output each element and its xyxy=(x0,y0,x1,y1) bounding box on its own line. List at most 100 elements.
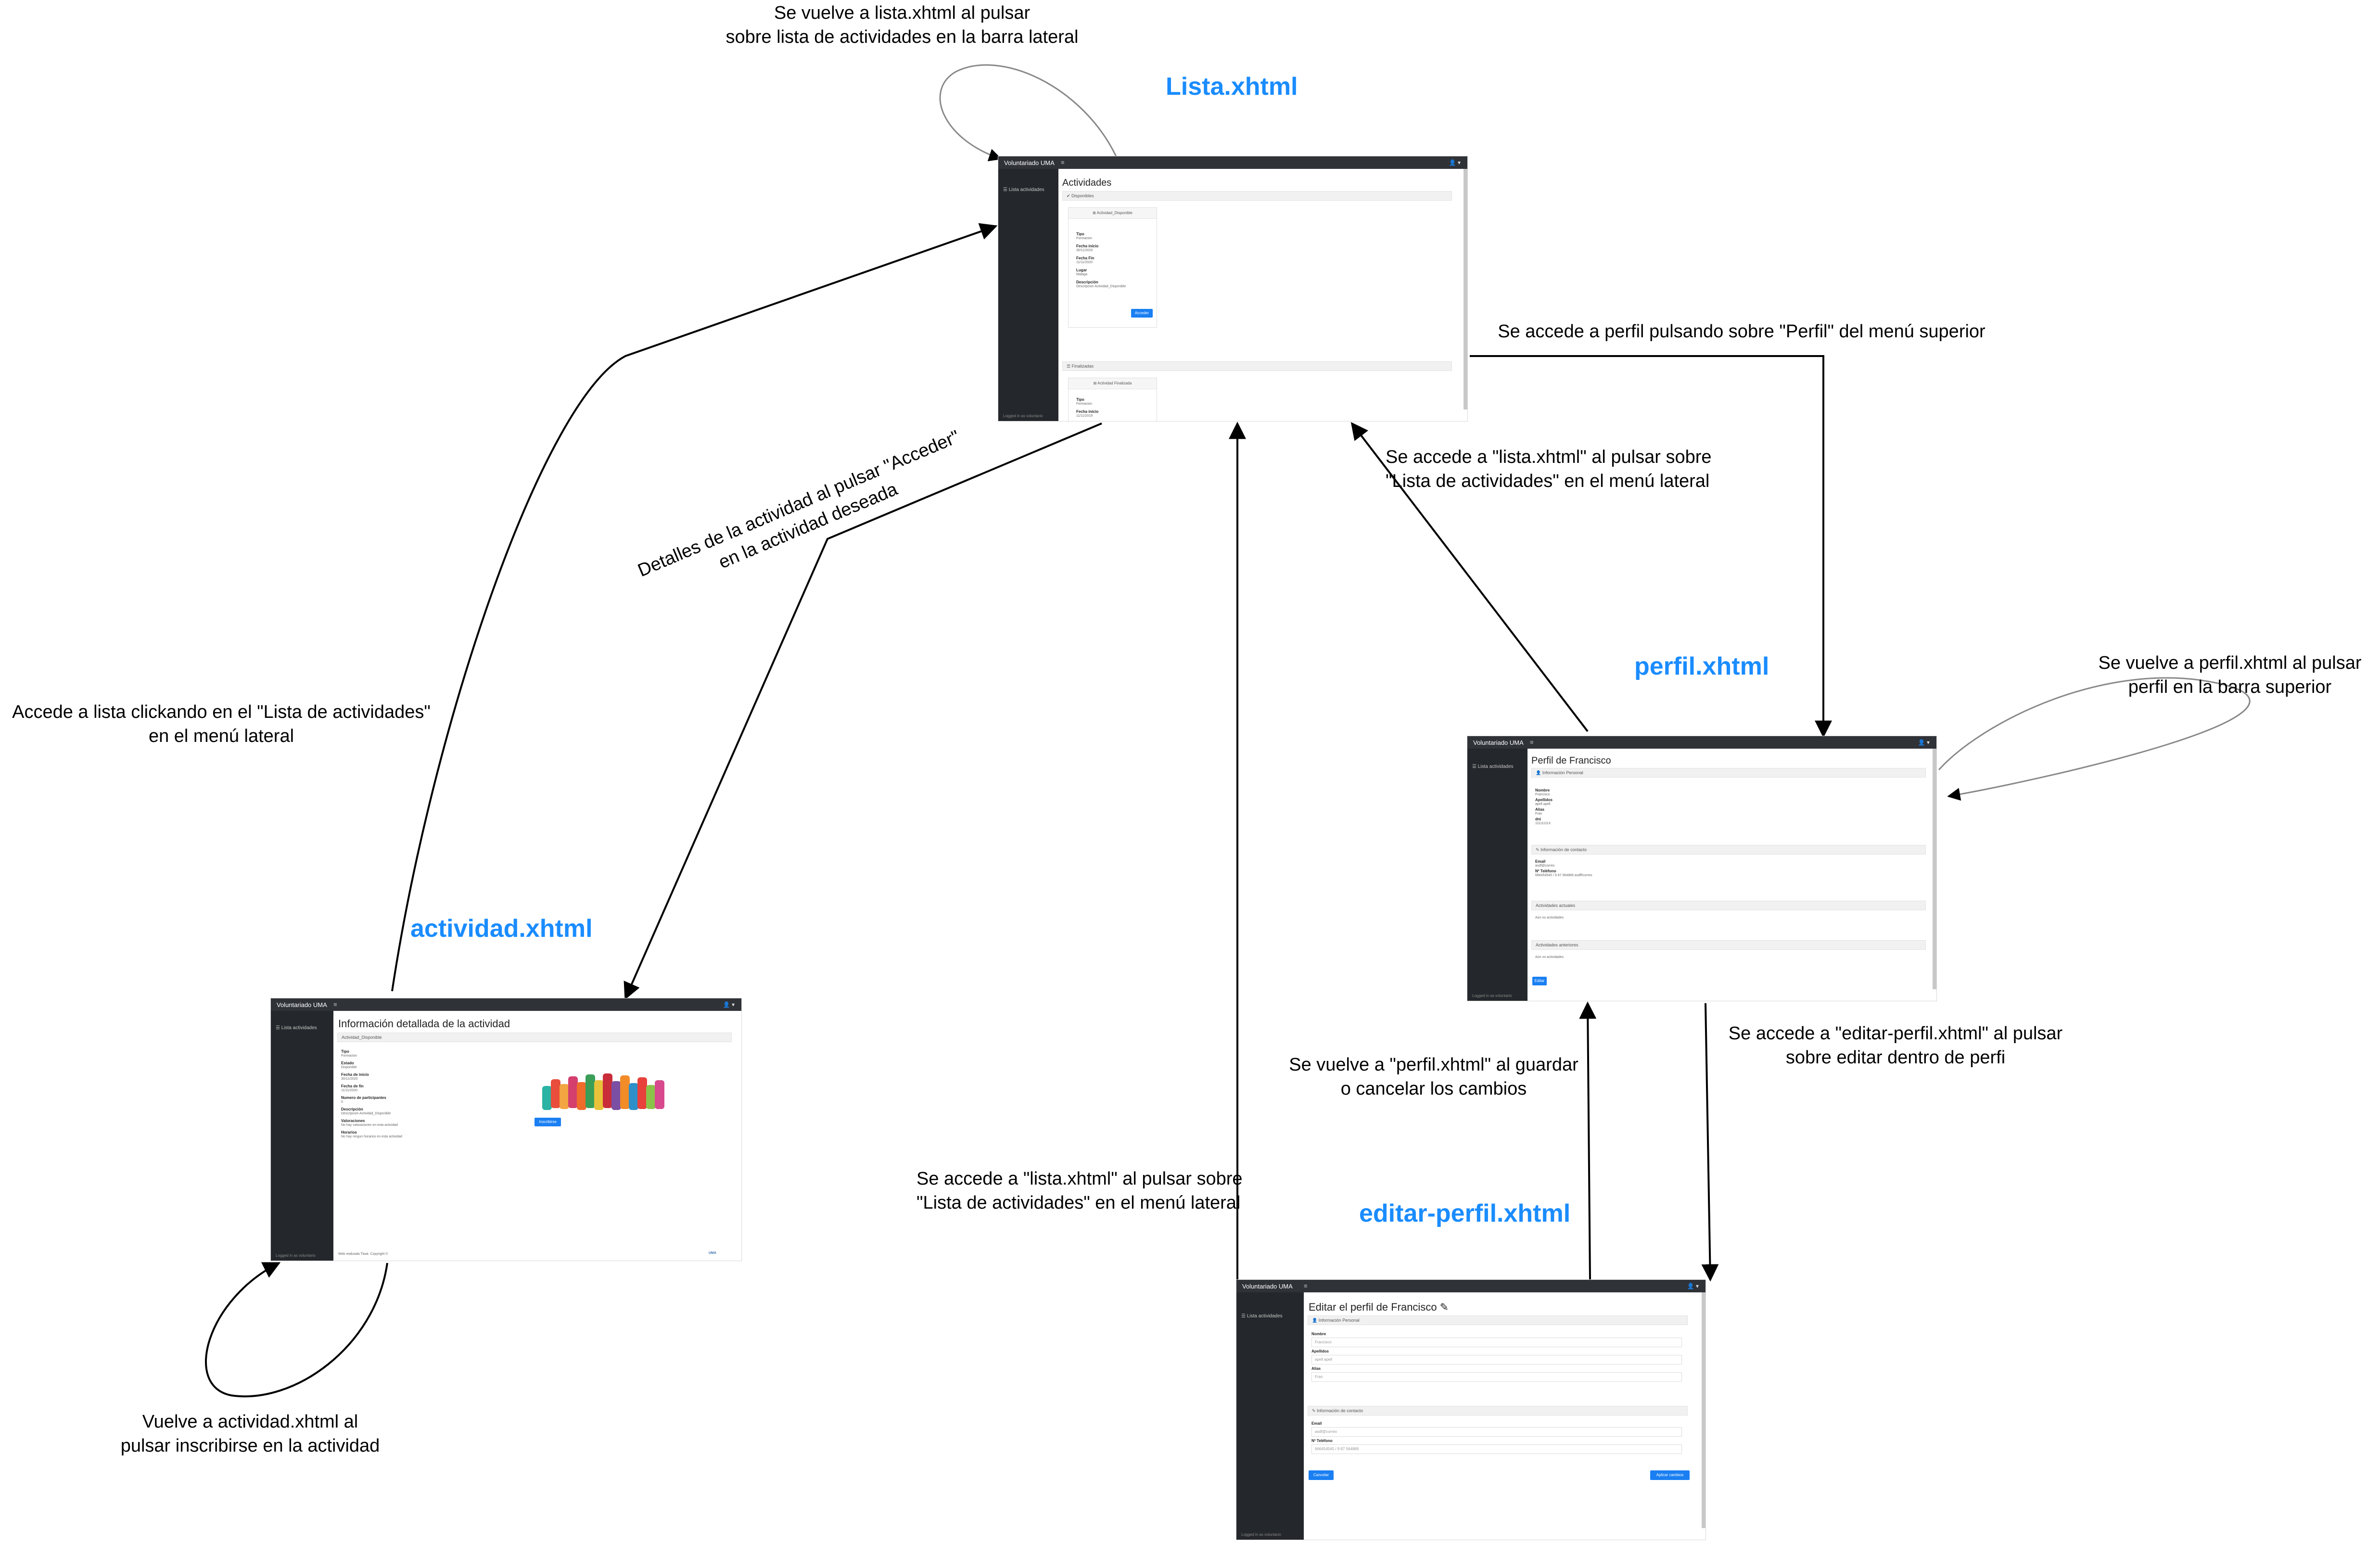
note-lista-to-actividad: Detalles de la actividad al pulsar "Acce… xyxy=(617,418,990,612)
section-actividad: Actividad_Disponible xyxy=(337,1033,732,1042)
note-editar-to-perfil: Se vuelve a "perfil.xhtml" al guardar o … xyxy=(1275,1053,1592,1101)
note-perfil-to-lista: Se accede a "lista.xhtml" al pulsar sobr… xyxy=(1386,445,1751,493)
fecha-fin-value: 11/11/2020 xyxy=(1076,261,1093,264)
inscribirse-button[interactable]: Inscribirse xyxy=(535,1118,561,1126)
sidebar-item-lista-actividades[interactable]: ☰ Lista actividades xyxy=(1241,1314,1283,1319)
scrollbar[interactable] xyxy=(1933,749,1936,989)
note-line: en la actividad deseada xyxy=(715,479,901,573)
tipo-label: Tipo xyxy=(1076,397,1084,402)
sidebar: ☰ Lista actividades Logged in as volunta… xyxy=(998,169,1058,421)
lugar-label: Lugar xyxy=(1076,268,1087,272)
email-value: asdf@correo xyxy=(1535,864,1555,868)
alias-input[interactable]: Fran xyxy=(1311,1372,1682,1382)
screen-perfil: Voluntariado UMA ≡ 👤 ▾ ☰ Lista actividad… xyxy=(1467,736,1936,1001)
editar-button[interactable]: Editar xyxy=(1532,977,1547,985)
section-informacion-personal: 👤 Información Personal xyxy=(1308,1315,1688,1325)
fecha-inicio-value: 30/11/2020 xyxy=(1076,249,1093,252)
descripcion-label: Descripción xyxy=(1076,280,1098,284)
menu-toggle-icon[interactable]: ≡ xyxy=(1530,739,1534,746)
main-content: Información detallada de la actividad Ac… xyxy=(333,1011,741,1261)
user-menu-icon[interactable]: 👤 ▾ xyxy=(1918,739,1930,746)
email-label: Email xyxy=(1311,1421,1322,1426)
section-informacion-contacto: ✎ Información de contacto xyxy=(1308,1406,1688,1416)
arrow-editar-to-perfil xyxy=(1579,1001,1597,1280)
user-menu-icon[interactable]: 👤 ▾ xyxy=(1449,159,1461,166)
sidebar-footer: Logged in as voluntario xyxy=(276,1253,316,1258)
activity-card: ⊞ Actividad_Disponible Tipo Formacion Fe… xyxy=(1068,207,1157,328)
participantes-label: Numero de participantes xyxy=(341,1096,386,1100)
nombre-input[interactable]: Francisco xyxy=(1311,1338,1682,1347)
note-line: o cancelar los cambios xyxy=(1340,1079,1527,1099)
brand-label[interactable]: Voluntariado UMA xyxy=(1473,739,1524,746)
user-menu-icon[interactable]: 👤 ▾ xyxy=(723,1001,735,1008)
actuales-value: Aún no actividades xyxy=(1535,916,1564,919)
acceder-button[interactable]: Acceder xyxy=(1131,309,1153,318)
apellidos-value: apell apell xyxy=(1535,803,1551,806)
note-line: Se vuelve a "perfil.xhtml" al guardar xyxy=(1289,1055,1578,1075)
nombre-label: Nombre xyxy=(1311,1332,1326,1336)
section-actividades-anteriores: Actividades anteriores xyxy=(1531,940,1926,950)
alias-value: Fran xyxy=(1535,812,1542,816)
page-heading: Actividades xyxy=(1062,178,1112,188)
user-menu-icon[interactable]: 👤 ▾ xyxy=(1687,1283,1699,1289)
brand-label[interactable]: Voluntariado UMA xyxy=(1004,159,1055,166)
note-line: en el menú lateral xyxy=(148,726,294,746)
note-line: sobre editar dentro de perfi xyxy=(1785,1047,2006,1068)
nombre-label: Nombre xyxy=(1535,788,1550,792)
cancelar-button[interactable]: Cancelar xyxy=(1309,1470,1334,1480)
arrow-actividad-self xyxy=(205,1262,388,1398)
tipo-value: Formacion xyxy=(1076,402,1093,406)
apellidos-label: Apellidos xyxy=(1311,1349,1329,1353)
footer-right-logo: UMA xyxy=(709,1251,716,1255)
scrollbar[interactable] xyxy=(1464,169,1467,409)
brand-label[interactable]: Voluntariado UMA xyxy=(277,1001,327,1008)
tipo-label: Tipo xyxy=(341,1049,349,1054)
aplicar-cambios-button[interactable]: Aplicar cambios xyxy=(1650,1470,1690,1480)
apellidos-input[interactable]: apell apell xyxy=(1311,1355,1682,1365)
note-line: Se vuelve a perfil.xhtml al pulsar xyxy=(2098,653,2362,673)
telefono-input[interactable]: 666454545 / 9 87 564889 xyxy=(1311,1444,1682,1454)
section-informacion-personal: 👤 Información Personal xyxy=(1531,768,1926,778)
scrollbar[interactable] xyxy=(1702,1292,1705,1528)
note-line: "Lista de actividades" en el menú latera… xyxy=(1386,471,1710,491)
email-label: Email xyxy=(1535,859,1546,864)
top-navbar: Voluntariado UMA ≡ 👤 ▾ xyxy=(271,998,741,1011)
estado-value: Disponible xyxy=(341,1066,357,1069)
main-content: Editar el perfil de Francisco ✎ 👤 Inform… xyxy=(1304,1292,1705,1540)
sidebar: ☰ Lista actividades Logged in as volunta… xyxy=(1467,749,1527,1001)
note-line: pulsar inscribirse en la actividad xyxy=(120,1436,380,1456)
note-perfil-to-editar: Se accede a "editar-perfil.xhtml" al pul… xyxy=(1708,1021,2083,1070)
note-line: Se accede a "lista.xhtml" al pulsar sobr… xyxy=(1386,447,1712,467)
menu-toggle-icon[interactable]: ≡ xyxy=(1304,1282,1308,1289)
fecha-inicio-label: Fecha inicio xyxy=(1076,244,1099,248)
menu-toggle-icon[interactable]: ≡ xyxy=(1061,159,1065,166)
sidebar-item-lista-actividades[interactable]: ☰ Lista actividades xyxy=(276,1025,317,1031)
valoraciones-value: No hay valoraciones en esta actividad xyxy=(341,1123,398,1127)
telefono-label: Nº Teléfono xyxy=(1311,1439,1333,1443)
fecha-inicio-label: Fecha de inicio xyxy=(341,1072,369,1077)
participantes-value: 0 xyxy=(341,1100,343,1104)
section-informacion-contacto: ✎ Información de contacto xyxy=(1531,845,1926,855)
note-line: Se accede a "editar-perfil.xhtml" al pul… xyxy=(1728,1023,2063,1044)
fecha-inicio-label: Fecha inicio xyxy=(1076,409,1099,414)
note-actividad-self: Vuelve a actividad.xhtml al pulsar inscr… xyxy=(96,1410,404,1458)
sidebar-item-lista-actividades[interactable]: ☰ Lista actividades xyxy=(1472,764,1514,769)
horarios-value: No hay ningun horarios en esta actividad xyxy=(341,1135,402,1138)
title-lista: Lista.xhtml xyxy=(1166,73,1298,101)
section-actividades-actuales: Actividades actuales xyxy=(1531,901,1926,910)
note-line: Detalles de la actividad al pulsar "Acce… xyxy=(635,426,963,581)
brand-label[interactable]: Voluntariado UMA xyxy=(1242,1283,1293,1290)
title-perfil: perfil.xhtml xyxy=(1634,652,1769,680)
card-header: ⊞ Actividad Finalizada xyxy=(1069,378,1157,389)
telefono-label: Nº Teléfono xyxy=(1535,869,1556,873)
page-heading: Perfil de Francisco xyxy=(1531,755,1611,766)
menu-toggle-icon[interactable]: ≡ xyxy=(333,1001,337,1008)
sidebar-item-lista-actividades[interactable]: ☰ Lista actividades xyxy=(1003,187,1044,192)
screen-actividad: Voluntariado UMA ≡ 👤 ▾ ☰ Lista actividad… xyxy=(271,998,741,1261)
sidebar-footer: Logged in as voluntario xyxy=(1003,414,1043,418)
descripcion-value: Descripcion Actividad_Disponible xyxy=(1076,285,1126,288)
email-input[interactable]: asdf@correo xyxy=(1311,1427,1682,1437)
nombre-value: Francisco xyxy=(1535,793,1550,796)
note-line: Accede a lista clickando en el "Lista de… xyxy=(12,702,431,722)
alias-label: Alias xyxy=(1535,807,1545,812)
